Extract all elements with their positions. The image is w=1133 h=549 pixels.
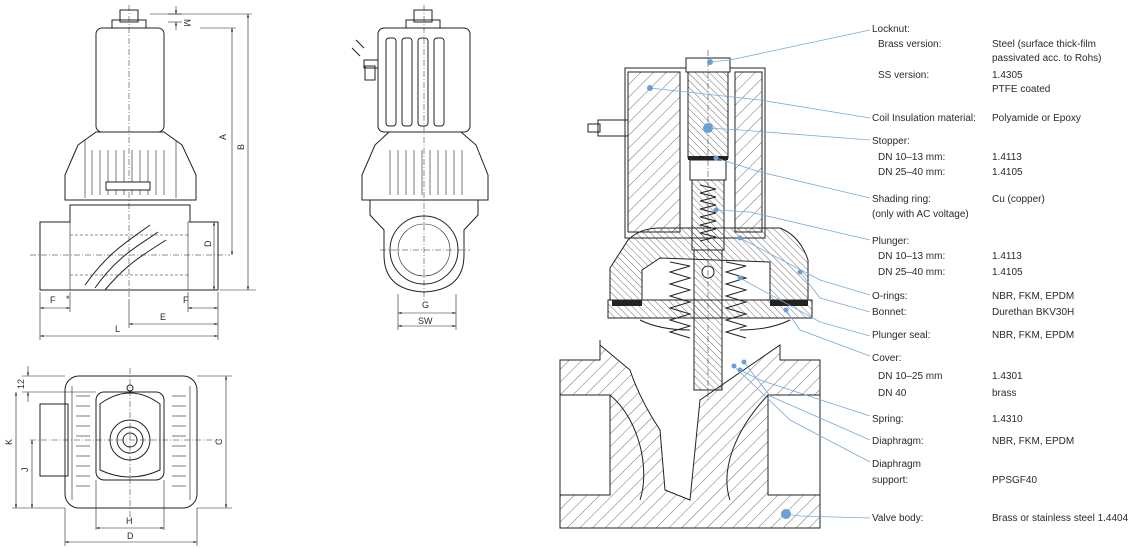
dim-12: 12 xyxy=(16,379,26,389)
front-view: M A B D F * F E L xyxy=(30,5,256,340)
dim-f-right: F xyxy=(183,295,189,305)
dim-g: G xyxy=(422,300,429,310)
part-coil-value: Polyamide or Epoxy xyxy=(992,113,1081,124)
part-diaphragm: Diaphragm: xyxy=(872,436,924,447)
part-locknut-brass-label: Brass version: xyxy=(878,39,941,50)
dim-c: C xyxy=(214,438,224,445)
part-stopper-dn2-value: 1.4105 xyxy=(992,167,1023,178)
part-plunger-dn2-value: 1.4105 xyxy=(992,267,1023,278)
part-bonnet-value: Durethan BKV30H xyxy=(992,307,1074,318)
part-locknut-ss-label: SS version: xyxy=(878,70,929,81)
part-valve-body-value: Brass or stainless steel 1.4404 xyxy=(992,513,1129,524)
part-shading-ring: Shading ring: xyxy=(872,194,931,205)
cross-section xyxy=(559,29,871,529)
dim-d-top: D xyxy=(127,531,134,541)
part-valve-body: Valve body: xyxy=(872,513,924,524)
part-shading-ring-value: Cu (copper) xyxy=(992,194,1045,205)
part-locknut-ss-value-2: PTFE coated xyxy=(992,84,1050,95)
side-dimensions: G SW xyxy=(397,294,457,330)
dim-f-left: F xyxy=(50,295,56,305)
part-stopper-dn1-label: DN 10–13 mm: xyxy=(878,152,945,163)
part-shading-ring-note: (only with AC voltage) xyxy=(872,209,969,220)
part-cover-dn1-value: 1.4301 xyxy=(992,371,1023,382)
part-cover-dn1-label: DN 10–25 mm xyxy=(878,371,942,382)
part-locknut-brass-value-2: passivated acc. to Rohs) xyxy=(992,53,1102,64)
top-dimensions: 12 K J C H D xyxy=(4,366,232,546)
part-diaphragm-value: NBR, FKM, EPDM xyxy=(992,436,1074,447)
side-view: G SW xyxy=(351,5,489,330)
part-diaphragm-support-value: PPSGF40 xyxy=(992,475,1037,486)
dim-l: L xyxy=(115,324,120,334)
part-coil: Coil Insulation material: xyxy=(872,113,976,124)
part-plunger-dn2-label: DN 25–40 mm: xyxy=(878,267,945,278)
dim-m: M xyxy=(182,19,192,27)
part-spring-value: 1.4310 xyxy=(992,414,1023,425)
part-bonnet: Bonnet: xyxy=(872,307,906,318)
dim-a: A xyxy=(218,134,228,140)
part-plunger-seal: Plunger seal: xyxy=(872,330,930,341)
part-diaphragm-support-line2: support: xyxy=(872,475,908,486)
part-stopper: Stopper: xyxy=(872,136,910,147)
part-plunger: Plunger: xyxy=(872,236,909,247)
dim-e: E xyxy=(160,312,166,322)
front-dimensions: M A B D F * F E L xyxy=(39,6,256,340)
part-cover-dn2-value: brass xyxy=(992,388,1016,399)
leader-dots xyxy=(647,59,803,519)
dim-asterisk: * xyxy=(66,294,70,304)
top-view: 12 K J C H D xyxy=(4,366,232,546)
part-plunger-seal-value: NBR, FKM, EPDM xyxy=(992,330,1074,341)
leader-lines xyxy=(649,29,871,519)
part-stopper-dn2-label: DN 25–40 mm: xyxy=(878,167,945,178)
part-diaphragm-support: Diaphragm xyxy=(872,459,921,470)
parts-legend: Locknut: Brass version: Steel (surface t… xyxy=(872,24,1129,524)
dim-sw: SW xyxy=(418,316,433,326)
dim-j: J xyxy=(20,468,30,473)
part-cover: Cover: xyxy=(872,353,901,364)
part-locknut: Locknut: xyxy=(872,24,910,35)
dim-k: K xyxy=(4,439,14,445)
part-locknut-brass-value-1: Steel (surface thick-film xyxy=(992,39,1096,50)
dim-h: H xyxy=(126,516,133,526)
part-locknut-ss-value-1: 1.4305 xyxy=(992,70,1023,81)
part-o-rings: O-rings: xyxy=(872,291,908,302)
part-plunger-dn1-value: 1.4113 xyxy=(992,251,1022,262)
part-cover-dn2-label: DN 40 xyxy=(878,388,907,399)
part-spring: Spring: xyxy=(872,414,904,425)
dim-b: B xyxy=(236,144,246,150)
dim-d: D xyxy=(203,240,213,247)
part-plunger-dn1-label: DN 10–13 mm: xyxy=(878,251,945,262)
part-stopper-dn1-value: 1.4113 xyxy=(992,152,1022,163)
part-o-rings-value: NBR, FKM, EPDM xyxy=(992,291,1074,302)
